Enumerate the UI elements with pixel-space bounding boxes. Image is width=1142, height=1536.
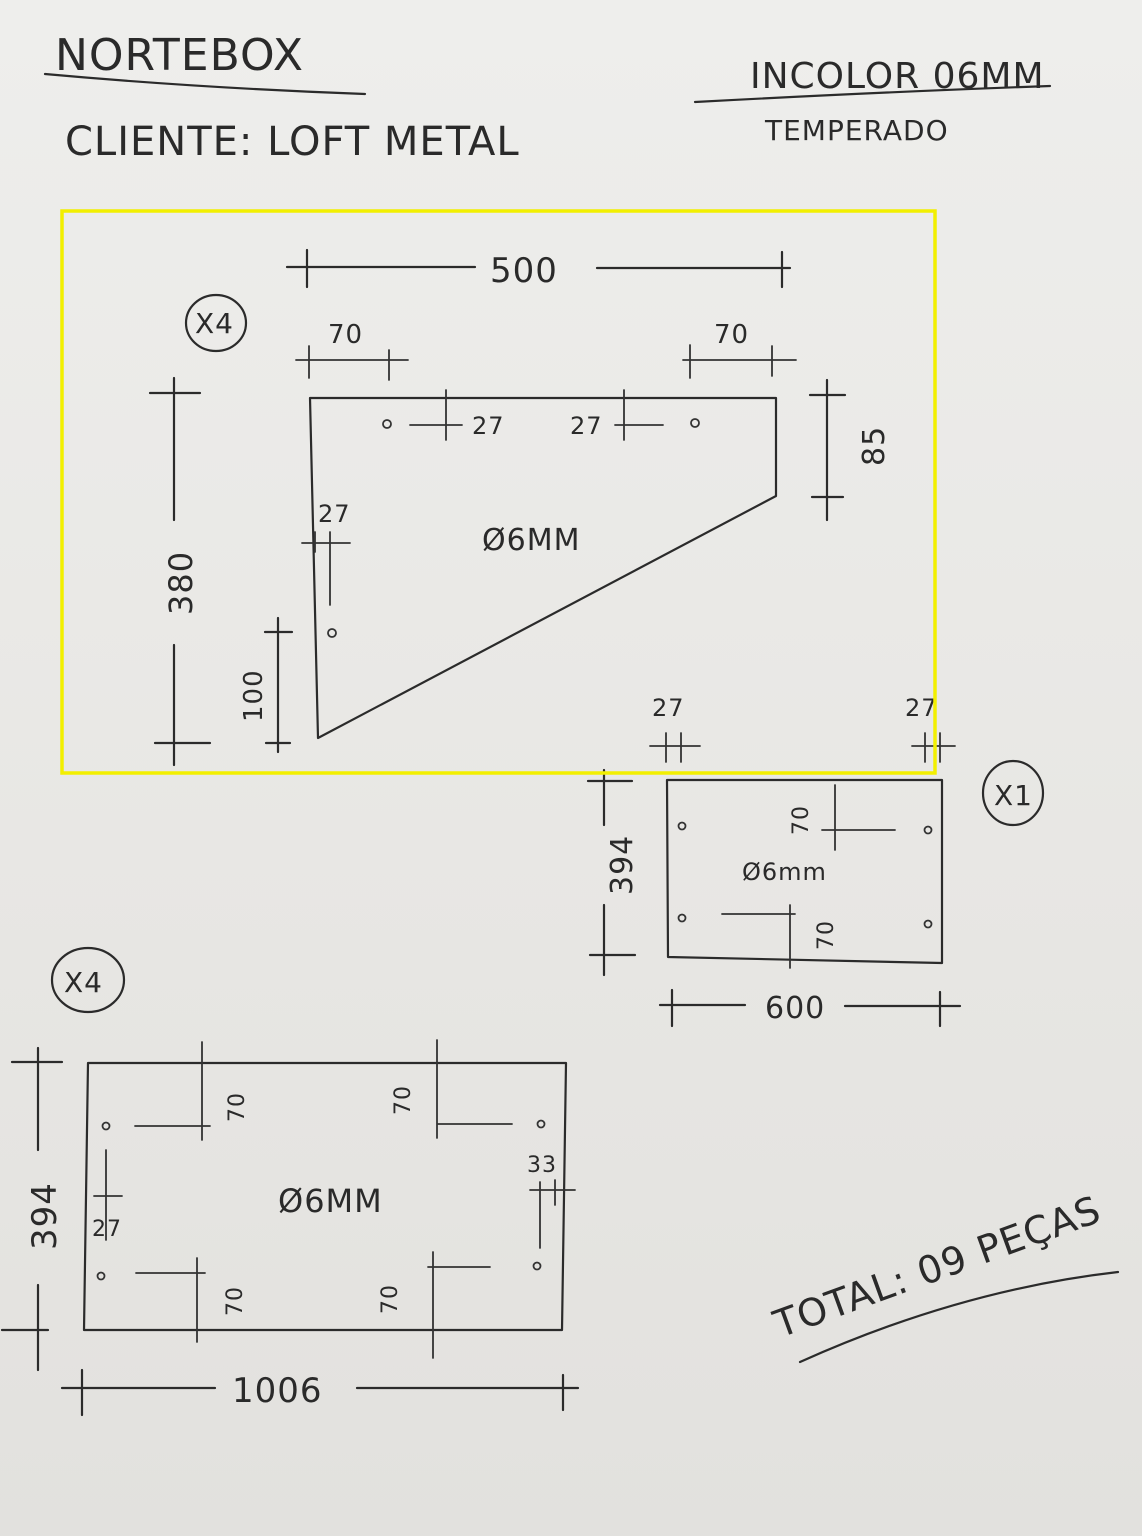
piece-a-offset-left-dimension [295, 345, 409, 381]
piece-a-hole-spec: Ø6MM [482, 523, 580, 558]
spec-underline [693, 84, 1052, 104]
piece-a-bottom-dimension [263, 616, 294, 754]
piece-a-right-edge-dimension [808, 378, 847, 522]
piece-b-hole-bottom-dimension [721, 904, 796, 969]
client-label: CLIENTE: LOFT METAL [65, 119, 520, 165]
glass-spec: INCOLOR 06MM [750, 56, 1045, 97]
total-label: TOTAL: 09 PEÇAS [767, 1187, 1107, 1346]
piece-a-hole [327, 628, 337, 638]
piece-a-height: 380 [162, 551, 200, 615]
piece-c-side-left: 27 [92, 1217, 122, 1242]
piece-a-offset-left: 70 [328, 320, 363, 350]
piece-c-height-dimension [0, 1046, 64, 1372]
piece-b-hole-offset-bottom: 70 [814, 920, 839, 950]
piece-c-offset-bottom-left: 70 [223, 1286, 248, 1316]
piece-c-hole [536, 1119, 546, 1129]
company-title: NORTEBOX [55, 30, 304, 81]
piece-c-bottom-left-dimension [135, 1257, 206, 1343]
piece-a: X4 500 70 70 27 27 27 Ø6MM 85 380 1 [148, 248, 892, 767]
piece-c-hole [101, 1121, 111, 1131]
piece-b-hole [677, 821, 687, 831]
piece-a-gap-left: 27 [472, 412, 505, 440]
piece-a-hole [382, 419, 392, 429]
piece-b-hole [923, 919, 933, 929]
piece-c-side-right-dimension [529, 1179, 576, 1249]
piece-c-width-dimension [60, 1368, 580, 1417]
piece-b-hole [923, 825, 933, 835]
piece-a-gap-right: 27 [570, 412, 603, 440]
piece-a-quantity: X4 [195, 307, 234, 340]
piece-b-offset-right: 27 [905, 694, 938, 722]
piece-a-offset-right-dimension [682, 344, 797, 379]
piece-c-top-left-dimension [134, 1041, 211, 1141]
piece-a-qty-circle [184, 293, 248, 353]
piece-b-offset-left-dimension [649, 732, 701, 763]
piece-c-offset-bottom-right: 70 [378, 1284, 403, 1314]
piece-c-hole [96, 1271, 106, 1281]
piece-b-hole-top-dimension [821, 784, 896, 851]
piece-a-outline [308, 396, 778, 740]
piece-c-offset-top-right: 70 [391, 1085, 416, 1115]
piece-b: X1 27 27 70 70 Ø6mm 394 600 [586, 694, 1045, 1028]
piece-c-qty-circle [50, 946, 126, 1014]
piece-a-offset-right: 70 [714, 320, 749, 350]
piece-b-hole-spec: Ø6mm [742, 858, 827, 886]
piece-c-offset-top-left: 70 [225, 1092, 250, 1122]
piece-a-right-edge: 85 [857, 426, 892, 466]
piece-b-width-dimension [658, 988, 962, 1028]
piece-a-hole [690, 418, 700, 428]
piece-c-width: 1006 [232, 1371, 323, 1411]
piece-c: X4 70 70 70 70 27 33 Ø6MM 394 1006 [0, 946, 580, 1417]
piece-c-side-left-dimension [93, 1149, 123, 1241]
piece-a-width: 500 [490, 251, 558, 291]
piece-b-outline [665, 778, 944, 965]
piece-c-top-right-dimension [436, 1039, 513, 1139]
selection-highlight-box[interactable] [60, 209, 937, 775]
title-underline [43, 72, 367, 96]
piece-a-bottom-offset: 100 [239, 669, 269, 722]
piece-c-hole [532, 1261, 542, 1271]
piece-b-height: 394 [605, 835, 640, 895]
piece-b-hole [677, 913, 687, 923]
piece-a-side-dimension [301, 531, 351, 606]
piece-c-height: 394 [25, 1182, 65, 1250]
piece-a-width-dimension [285, 248, 792, 289]
piece-b-offset-left: 27 [652, 694, 685, 722]
piece-b-qty-circle [981, 759, 1045, 827]
piece-c-quantity: X4 [64, 966, 103, 999]
piece-a-side-offset: 27 [318, 500, 351, 528]
piece-b-width: 600 [765, 991, 825, 1026]
total-underline [798, 1270, 1120, 1364]
piece-c-bottom-right-dimension [427, 1251, 491, 1359]
piece-c-side-right: 33 [527, 1153, 557, 1178]
piece-b-hole-offset-top: 70 [789, 805, 814, 835]
piece-b-quantity: X1 [994, 779, 1033, 812]
glass-treatment: TEMPERADO [764, 114, 949, 147]
piece-a-gap-right-dimension [614, 389, 664, 441]
piece-b-height-dimension [586, 768, 637, 977]
piece-c-outline [82, 1061, 568, 1332]
piece-c-hole-spec: Ø6MM [278, 1182, 383, 1220]
piece-a-height-dimension [148, 376, 212, 767]
piece-a-gap-left-dimension [409, 389, 463, 441]
